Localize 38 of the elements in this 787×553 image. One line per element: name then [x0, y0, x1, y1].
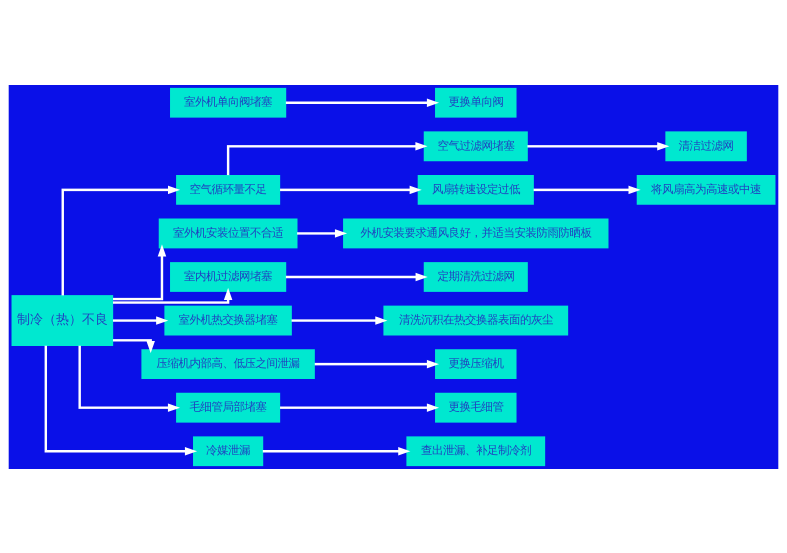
- arrow: [262, 446, 410, 455]
- arrow: [314, 359, 440, 368]
- arrow: [44, 345, 198, 455]
- arrow: [292, 316, 388, 324]
- arrow: [226, 142, 428, 175]
- node-box: 室外机单向阀堵塞: [170, 87, 286, 118]
- node-box: 空气循环量不足: [176, 174, 280, 204]
- node-box: 将风扇高为高速或中速: [636, 174, 776, 204]
- node-box: 空气过滤网堵塞: [424, 130, 528, 161]
- arrow: [112, 338, 155, 353]
- node-box: 压缩机内部高、低压之间泄漏: [141, 348, 315, 379]
- arrow: [112, 287, 232, 304]
- arrow: [297, 228, 348, 238]
- node-box: 更换毛细管: [435, 392, 517, 422]
- arrow: [286, 98, 440, 106]
- node-box: 室外机热交换器堵塞: [164, 305, 292, 335]
- arrow: [280, 402, 440, 412]
- arrow: [112, 316, 168, 324]
- node-box: 室内机过滤网堵塞: [170, 262, 286, 292]
- node-box: 制冷（热）不良: [12, 294, 114, 346]
- node-box: 外机安装要求通风良好，并适当安装防雨防晒板: [343, 218, 608, 248]
- arrow: [280, 185, 422, 194]
- arrow: [286, 272, 428, 281]
- node-box: 更换压缩机: [435, 348, 517, 379]
- arrow: [534, 185, 641, 194]
- arrow: [113, 244, 166, 300]
- arrow: [527, 142, 670, 150]
- arrow: [62, 185, 180, 295]
- node-box: 定期清洗过滤网: [424, 262, 528, 292]
- node-box: 更换单向阀: [435, 87, 517, 118]
- arrow: [78, 345, 180, 412]
- node-box: 查出泄漏、补足制冷剂: [406, 436, 546, 466]
- node-box: 风扇转速设定过低: [418, 174, 534, 204]
- node-box: 清洁过滤网: [665, 130, 747, 161]
- node-box: 冷媒泄漏: [193, 436, 264, 466]
- node-box: 清洗沉积在热交换器表面的灰尘: [383, 305, 568, 335]
- node-box: 毛细管局部堵塞: [176, 392, 280, 422]
- node-box: 室外机安装位置不合适: [158, 218, 298, 248]
